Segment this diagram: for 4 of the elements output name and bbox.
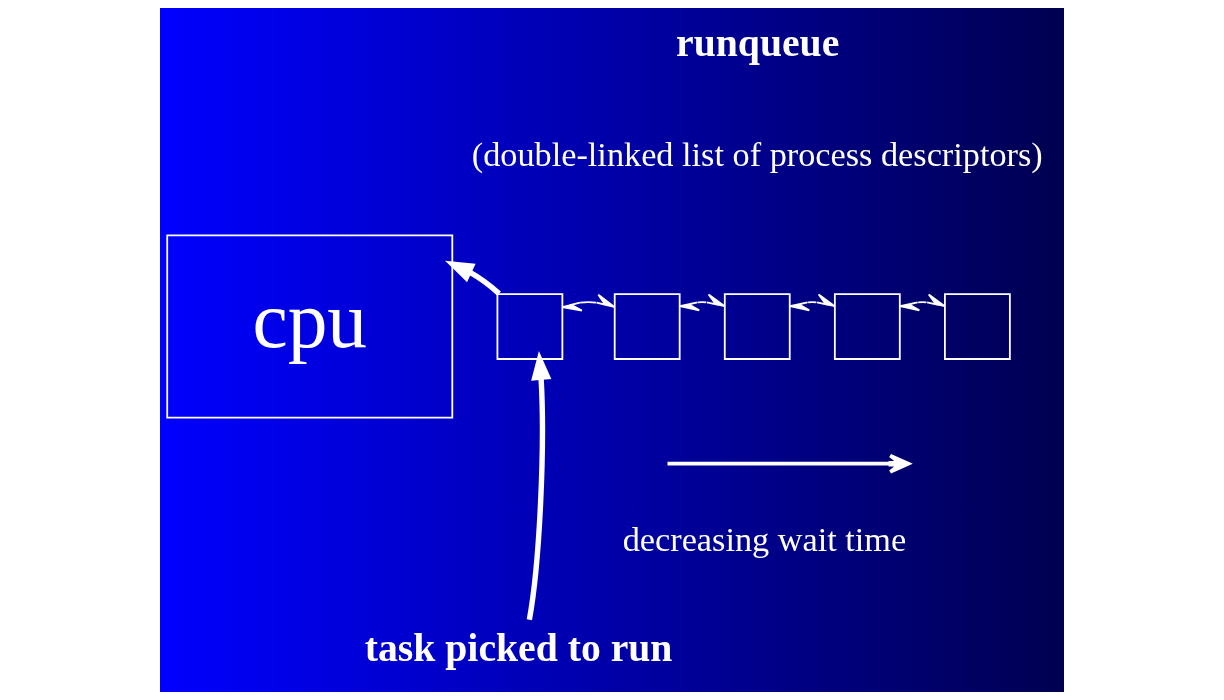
label: runqueue	[676, 21, 840, 66]
label: (double-linked list of process descriptors)	[471, 135, 1043, 174]
label: decreasing wait time	[622, 519, 907, 558]
node-text: task picked to run	[364, 625, 673, 670]
